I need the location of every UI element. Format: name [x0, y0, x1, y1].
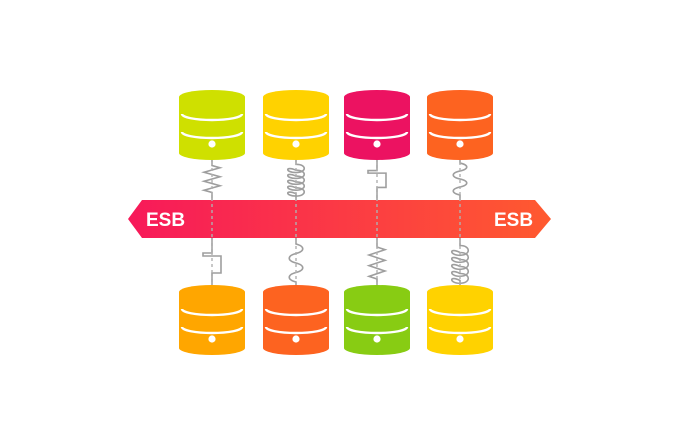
db-top-2-icon [263, 90, 329, 160]
db-top-1-icon [179, 90, 245, 160]
db-bottom-4-icon [427, 285, 493, 355]
database-divider [345, 326, 409, 335]
db-top-3-connector [367, 158, 387, 200]
esb-label-right: ESB [494, 210, 533, 231]
database-indicator-dot [292, 335, 300, 343]
database-divider [264, 113, 328, 122]
db-top-3-icon [344, 90, 410, 160]
db-top-2-connector [286, 158, 306, 200]
database-cylinder [427, 285, 493, 355]
db-bottom-3-icon [344, 285, 410, 355]
connectors [201, 158, 470, 288]
db-bottom-2-connector [288, 238, 304, 288]
database-divider [180, 326, 244, 335]
database-divider [428, 113, 492, 122]
db-top-1-connector [201, 158, 223, 200]
db-bottom-1-icon [179, 285, 245, 355]
db-bottom-3-connector [366, 238, 388, 288]
esb-bus [128, 200, 551, 238]
database-divider [180, 131, 244, 140]
database-cylinder [263, 90, 329, 160]
database-indicator-dot [373, 335, 381, 343]
database-divider [180, 113, 244, 122]
db-bottom-4-connector [450, 238, 470, 288]
database-cylinder [344, 285, 410, 355]
database-cylinder [179, 90, 245, 160]
db-bottom-2-icon [263, 285, 329, 355]
database-divider [428, 326, 492, 335]
db-top-4-icon [427, 90, 493, 160]
database-indicator-dot [292, 140, 300, 148]
database-divider [345, 131, 409, 140]
database-divider [428, 308, 492, 317]
database-cylinder [427, 90, 493, 160]
database-cylinder [344, 90, 410, 160]
database-cylinder [179, 285, 245, 355]
db-bottom-1-connector [202, 238, 222, 288]
database-indicator-dot [456, 335, 464, 343]
database-indicator-dot [208, 335, 216, 343]
database-divider [345, 113, 409, 122]
databases [179, 90, 493, 355]
database-indicator-dot [456, 140, 464, 148]
database-indicator-dot [208, 140, 216, 148]
database-divider [264, 308, 328, 317]
database-divider [428, 131, 492, 140]
database-divider [345, 308, 409, 317]
database-indicator-dot [373, 140, 381, 148]
database-divider [264, 326, 328, 335]
esb-label-left: ESB [146, 210, 185, 231]
database-divider [264, 131, 328, 140]
db-top-4-connector [452, 158, 468, 200]
database-divider [180, 308, 244, 317]
database-cylinder [263, 285, 329, 355]
